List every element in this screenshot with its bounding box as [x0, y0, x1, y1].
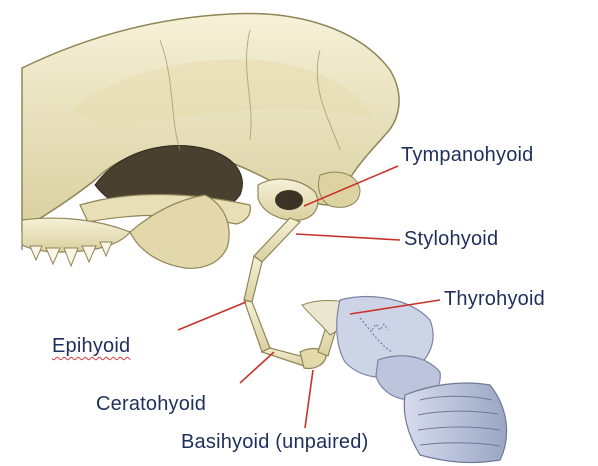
trachea [403, 382, 508, 464]
pointer-lines [177, 165, 441, 429]
stylohyoid-pointer [295, 233, 401, 241]
basihyoid-label: Basihyoid (unpaired) [181, 431, 369, 453]
tympanohyoid-label: Tympanohyoid [401, 144, 534, 166]
basihyoid-pointer [304, 369, 314, 429]
thyrohyoid-label: Thyrohyoid [444, 288, 545, 310]
basihyoid-bone [299, 347, 327, 370]
mandible-ramus [129, 194, 230, 269]
larynx-detail-lines [359, 317, 393, 353]
tympanic-cavity [275, 190, 303, 210]
mastoid-process [317, 171, 361, 208]
epihyoid-lower-bone [243, 299, 271, 353]
ceratohyoid-label: Ceratohyoid [96, 393, 207, 415]
tympanohyoid-pointer [303, 165, 399, 207]
skull-sutures [159, 29, 341, 151]
epihyoid-pointer [177, 301, 247, 331]
stylohyoid-label: Stylohyoid [404, 228, 499, 250]
epihyoid-bone [243, 254, 263, 303]
epihyoid-label: Epihyoid [52, 335, 131, 357]
stylohyoid-bone [253, 217, 302, 263]
skull-shading [70, 59, 375, 131]
thyrohyoid-pointer [349, 299, 441, 315]
ceratohyoid-pointer [239, 351, 275, 384]
teeth-row [29, 241, 113, 268]
